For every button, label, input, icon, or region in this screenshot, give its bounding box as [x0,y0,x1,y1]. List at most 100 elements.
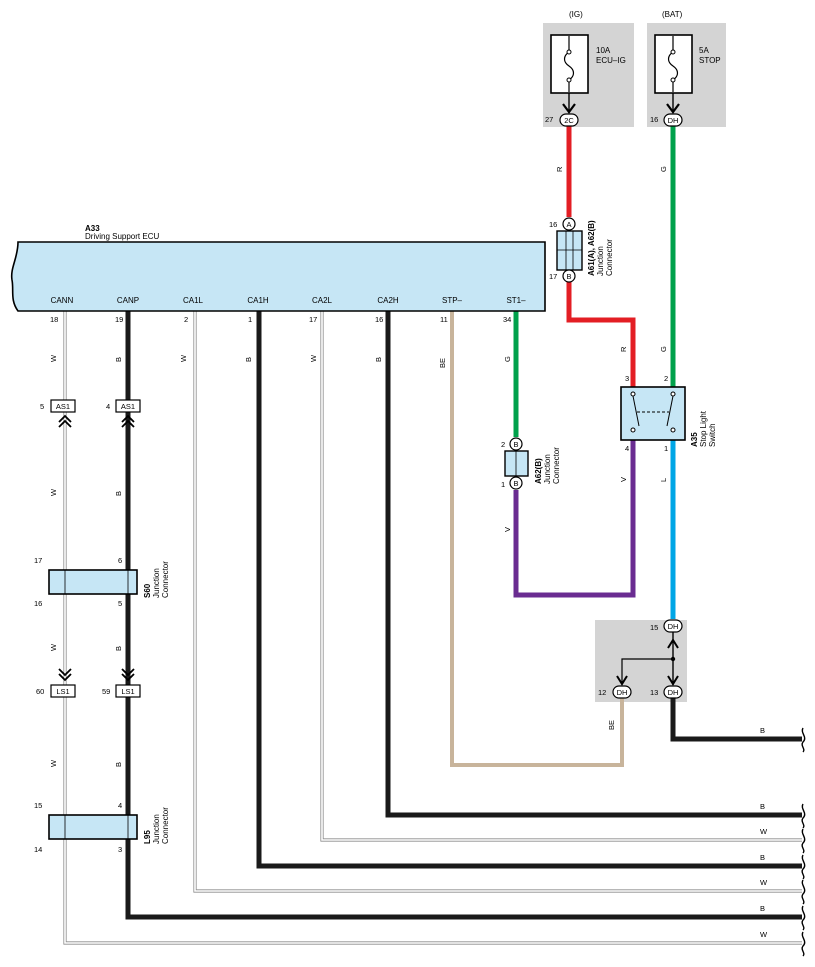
wire-beige-stp [450,311,624,767]
wire-ca2l [320,311,802,842]
ecu-pin-19: 19 [115,315,123,324]
ja62-conn-top-label: B [513,440,518,449]
connector-2c [559,113,579,127]
switch-pin-4: 4 [625,444,629,453]
wire-break-marks [801,727,806,957]
ja62-conn-top [509,437,523,451]
wire-label-v-junction: V [503,527,512,532]
s60-code: S60 [143,583,152,598]
ecu-term-ca2h: CA2H [377,296,399,305]
wire-cann [63,311,802,945]
ecu-pin-11: 11 [440,315,448,324]
ja61-conn-top-label: A [566,220,571,229]
connector-dh-12 [612,685,632,699]
output-label-4: B [760,853,765,862]
ja62-label2: Connector [552,447,561,484]
as1-pin-4: 4 [106,402,110,411]
wire-label-canp: B [114,357,123,362]
connector-dh-15-label: DH [668,622,679,631]
as1-pin-5: 5 [40,402,44,411]
wire-label-cann-2: W [49,488,58,496]
dh-pin-12: 12 [598,688,606,697]
ja62-label1: Junction [543,454,552,484]
wire-label-g-lower: G [659,346,668,352]
fuse-bat-name: STOP [699,56,721,65]
as1-label-4: AS1 [121,402,135,411]
ja61-conn-bottom-label: B [566,272,571,281]
ja61-conn-top [562,217,576,231]
ja61-pin-top: 16 [549,220,557,229]
junction-s60 [48,569,138,595]
fuse-ig-name: ECU–IG [596,56,626,65]
fuse-ig-pin: 27 [545,115,553,124]
l95-pin-3: 3 [118,845,122,854]
wire-label-be-drop: BE [607,720,616,730]
ja62-conn-bottom-label: B [513,479,518,488]
wire-label-l: L [659,478,668,482]
ja62-code: A62(B) [534,458,543,484]
connector-ls1-59 [115,684,141,698]
wire-black-dh13 [670,698,802,742]
wire-label-ca1l: W [179,354,188,362]
ecu-pin-2: 2 [184,315,188,324]
wire-label-canp-3: B [114,646,123,651]
connector-as1-5 [50,399,76,413]
ls1-label-60: LS1 [56,687,69,696]
s60-label2: Connector [161,561,170,598]
ecu-term-canp: CANP [117,296,139,305]
ls1-pin-60: 60 [36,687,44,696]
switch-pin-2: 2 [664,374,668,383]
wire-label-stp: BE [438,358,447,368]
wire-ca2h [385,311,802,818]
wire-label-v-switch: V [619,477,628,482]
connector-dh-13-label: DH [668,688,679,697]
driving-support-ecu [10,241,546,312]
wire-ca1l [193,311,802,893]
ecu-pin-1: 1 [248,315,252,324]
switch-pin-3: 3 [625,374,629,383]
wire-label-cann-3: W [49,643,58,651]
switch-pin-1: 1 [664,444,668,453]
dh-pin-15: 15 [650,623,658,632]
wire-violet [513,440,636,598]
as1-label-5: AS1 [56,402,70,411]
fuse-ig-supply: (IG) [569,10,583,19]
ecu-code: A33 [85,224,100,233]
ls1-pin-59: 59 [102,687,110,696]
ecu-pin-18: 18 [50,315,58,324]
fuse-stop [654,34,693,94]
ls1-label-59: LS1 [121,687,134,696]
fuse-bat-pin: 16 [650,115,658,124]
connector-dh-16-label: DH [668,116,679,125]
output-label-5: W [760,878,768,887]
ja61-conn-bottom [562,269,576,283]
l95-pin-4: 4 [118,801,122,810]
wire-label-ca2h: B [374,357,383,362]
wire-red-switch [566,282,636,387]
l95-label2: Connector [161,807,170,844]
stop-light-switch [620,386,686,441]
output-label-6: B [760,904,765,913]
output-label-7: W [760,930,768,939]
wire-canp [125,311,802,920]
s60-pin-6: 6 [118,556,122,565]
connector-2c-label: 2C [564,116,574,125]
ja62-conn-bottom [509,476,523,490]
ja62-pin-bottom: 1 [501,480,505,489]
ecu-term-cann: CANN [51,296,74,305]
wire-label-cann-4: W [49,759,58,767]
connector-ls1-60 [50,684,76,698]
output-label-1: B [760,726,765,735]
ecu-term-ca2l: CA2L [312,296,333,305]
fuse-bat-rating: 5A [699,46,709,55]
wire-label-ca1h: B [244,357,253,362]
s60-pin-16: 16 [34,599,42,608]
ecu-name: Driving Support ECU [85,232,159,241]
ecu-pin-17: 17 [309,315,317,324]
wire-label-canp-4: B [114,762,123,767]
junction-a61 [556,230,583,271]
ja61-label2: Connector [605,239,614,276]
s60-pin-5: 5 [118,599,122,608]
switch-label2: Switch [708,423,717,447]
switch-code: A35 [690,432,699,447]
